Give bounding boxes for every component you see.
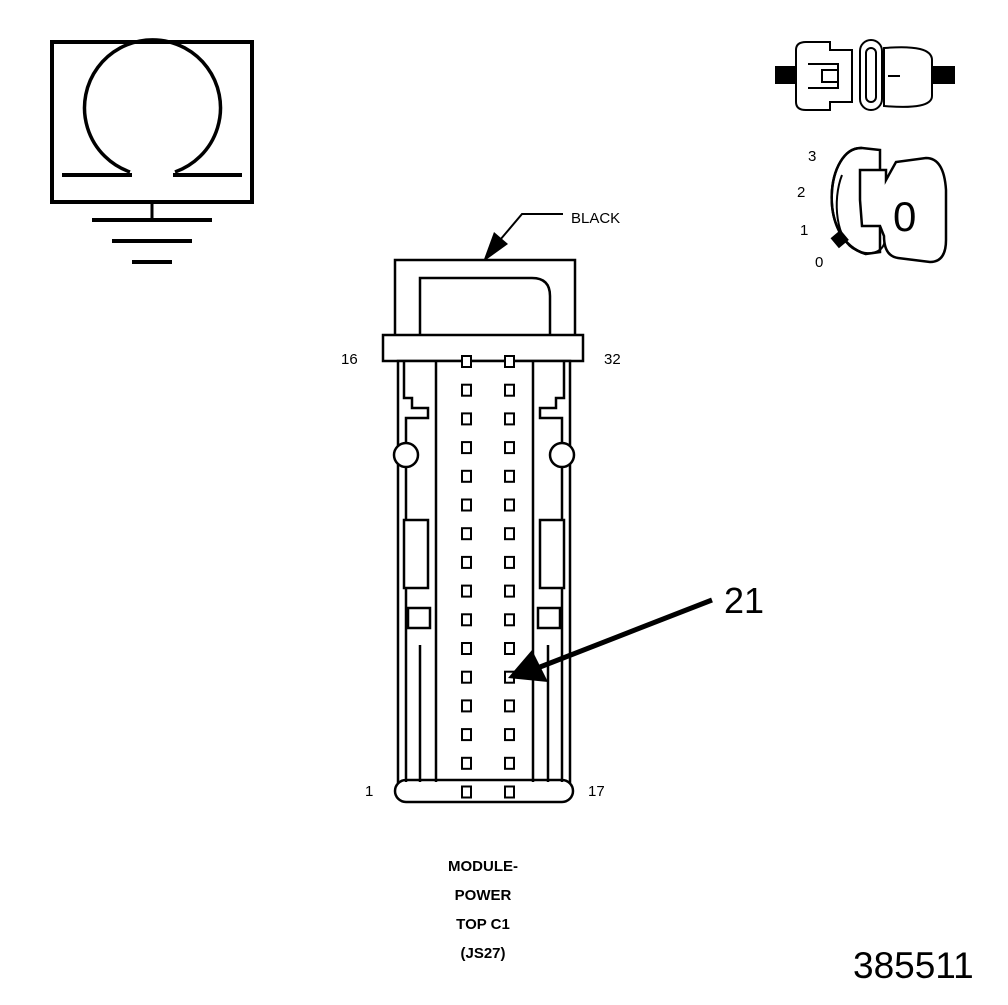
terminal-cavity <box>504 527 515 541</box>
terminal-cavity <box>461 383 472 397</box>
callout-number: 21 <box>724 580 765 621</box>
terminal-cavity <box>461 527 472 541</box>
terminal-cavity <box>504 699 515 713</box>
pin-number-17: 17 <box>588 783 605 800</box>
terminal-cavity <box>461 441 472 455</box>
ohmmeter-ground-icon <box>50 38 254 264</box>
terminal-cavity <box>461 756 472 770</box>
terminal-cavity <box>504 383 515 397</box>
terminal-cavity <box>461 498 472 512</box>
pin-number-16: 16 <box>341 351 358 368</box>
terminal-cavity <box>504 555 515 569</box>
ignition-key-label: 0 <box>893 193 917 240</box>
color-leader-arrow <box>483 213 563 262</box>
terminal-cavity <box>504 355 515 368</box>
terminal-cavity <box>504 469 515 483</box>
terminal-cavity <box>461 584 472 598</box>
caption-line-4: (JS27) <box>460 945 506 962</box>
callout-arrow <box>508 597 713 682</box>
pin-number-1: 1 <box>365 783 374 800</box>
terminal-cavity <box>504 613 515 627</box>
terminal-cavity <box>504 498 515 512</box>
terminal-cavity <box>461 412 472 426</box>
terminal-cavity <box>461 355 472 368</box>
figure-id: 385511 <box>853 945 974 986</box>
terminal-cavity <box>461 642 472 655</box>
ignition-key-icon <box>830 146 948 264</box>
ignition-position-3: 3 <box>808 148 817 165</box>
terminal-cavity <box>461 555 472 569</box>
cavity-grid <box>461 355 515 799</box>
wire-color-label: BLACK <box>571 210 621 227</box>
terminal-cavity <box>504 756 515 770</box>
caption-line-1: MODULE- <box>448 858 518 875</box>
terminal-cavity <box>461 785 472 799</box>
terminal-cavity <box>504 642 515 655</box>
terminal-cavity <box>461 728 472 742</box>
caption-line-2: POWER <box>454 887 512 904</box>
terminal-cavity <box>461 469 472 483</box>
terminal-cavity <box>504 441 515 455</box>
terminal-cavity <box>504 412 515 426</box>
terminal-cavity <box>461 699 472 713</box>
terminal-cavity <box>504 584 515 598</box>
pin-number-32: 32 <box>604 351 621 368</box>
ignition-position-1: 1 <box>800 222 809 239</box>
connector-body <box>381 258 585 804</box>
ignition-position-2: 2 <box>797 184 806 201</box>
caption-line-3: TOP C1 <box>456 916 510 933</box>
connector-plug-icon <box>775 39 955 111</box>
terminal-cavity <box>504 728 515 742</box>
ignition-position-0: 0 <box>815 254 824 271</box>
terminal-cavity <box>504 785 515 799</box>
terminal-cavity <box>461 613 472 627</box>
terminal-cavity <box>461 670 472 684</box>
